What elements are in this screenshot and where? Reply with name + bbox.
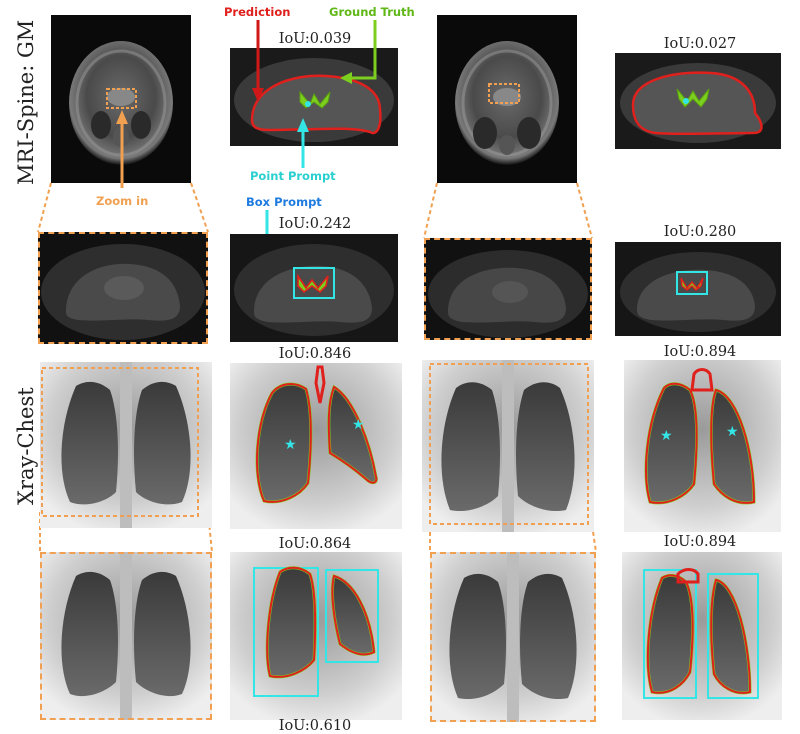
mri-scan-full-b	[437, 15, 577, 183]
xray-zoom-b	[430, 552, 596, 722]
point-prompt-annotation: Point Prompt	[250, 169, 336, 183]
mri-zoom-a	[38, 232, 208, 344]
zoom-in-annotation: Zoom in	[96, 194, 149, 208]
xray-point-prompt-b: ★ ★	[624, 360, 781, 532]
iou-label: IoU:0.242	[278, 216, 352, 232]
mri-box-prompt-b	[615, 242, 781, 336]
iou-label: IoU:0.027	[663, 36, 737, 52]
mri-scan-full-a	[51, 15, 191, 183]
prediction-annotation: Prediction	[224, 5, 291, 19]
xray-box-prompt-a	[230, 552, 402, 720]
iou-label: IoU:0.280	[663, 224, 737, 240]
svg-text:★: ★	[352, 417, 365, 433]
mri-box-prompt-a	[230, 234, 398, 342]
iou-label: IoU:0.846	[278, 346, 352, 362]
iou-label: IoU:0.610	[278, 718, 352, 734]
mri-point-prompt-b	[615, 53, 781, 149]
iou-label: IoU:0.894	[663, 534, 737, 550]
ground-truth-annotation: Ground Truth	[329, 5, 415, 19]
xray-full-a	[40, 362, 212, 528]
xray-full-b	[422, 360, 594, 532]
box-prompt-annotation: Box Prompt	[246, 195, 322, 209]
xray-box-prompt-b	[622, 552, 782, 720]
mri-zoom-b	[424, 238, 592, 340]
xray-zoom-a	[40, 552, 212, 720]
xray-point-prompt-a: ★ ★	[230, 363, 402, 529]
svg-text:★: ★	[660, 428, 673, 444]
iou-label: IoU:0.039	[278, 31, 352, 47]
iou-label: IoU:0.864	[278, 536, 352, 552]
svg-text:★: ★	[284, 437, 297, 453]
iou-label: IoU:0.894	[663, 344, 737, 360]
svg-text:★: ★	[726, 424, 739, 440]
